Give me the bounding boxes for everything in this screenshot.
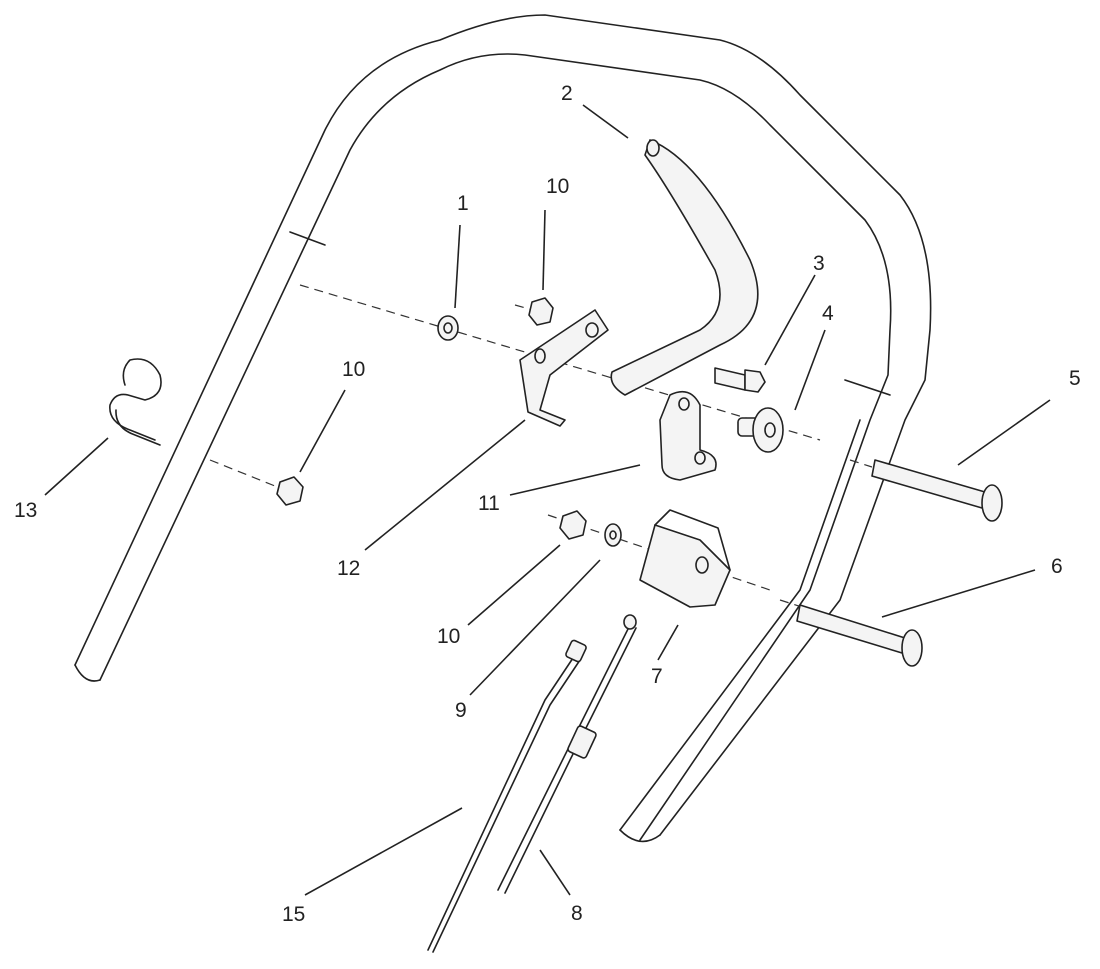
callout-12: 12 [337,557,360,580]
part-10-nut-lower [559,510,587,540]
callout-2: 2 [561,82,573,105]
callout-5: 5 [1069,367,1081,390]
part-4-knob [737,407,784,453]
callout-15: 15 [282,903,305,926]
callout-6: 6 [1051,555,1063,578]
leader-lines [44,104,1051,896]
callout-3: 3 [813,252,825,275]
part-6-long-bolt [796,604,923,667]
part-1-bushing [437,315,459,341]
part-15-cable [427,639,587,953]
part-10-nut-left [276,476,304,506]
part-2-control-bar [610,139,759,396]
part-11-lever [659,390,717,481]
part-5-long-bolt [871,459,1003,522]
callout-4: 4 [822,302,834,325]
callout-9: 9 [455,699,467,722]
callout-1: 1 [457,192,469,215]
part-9-washer [604,523,622,547]
callout-10-left: 10 [342,358,365,381]
part-8-cable-adjuster [497,614,637,894]
callout-10-lower: 10 [437,625,460,648]
part-7-mount-block [639,509,731,608]
part-10-nut-upper [528,297,554,326]
callout-8: 8 [571,902,583,925]
part-13-clip [109,358,162,446]
callout-13: 13 [14,499,37,522]
callout-7: 7 [651,665,663,688]
callout-11: 11 [478,492,500,515]
part-3-bolt [714,367,766,393]
part-12-bracket [519,309,609,427]
upper-handle-tube [74,14,932,843]
callout-10-upper: 10 [546,175,569,198]
